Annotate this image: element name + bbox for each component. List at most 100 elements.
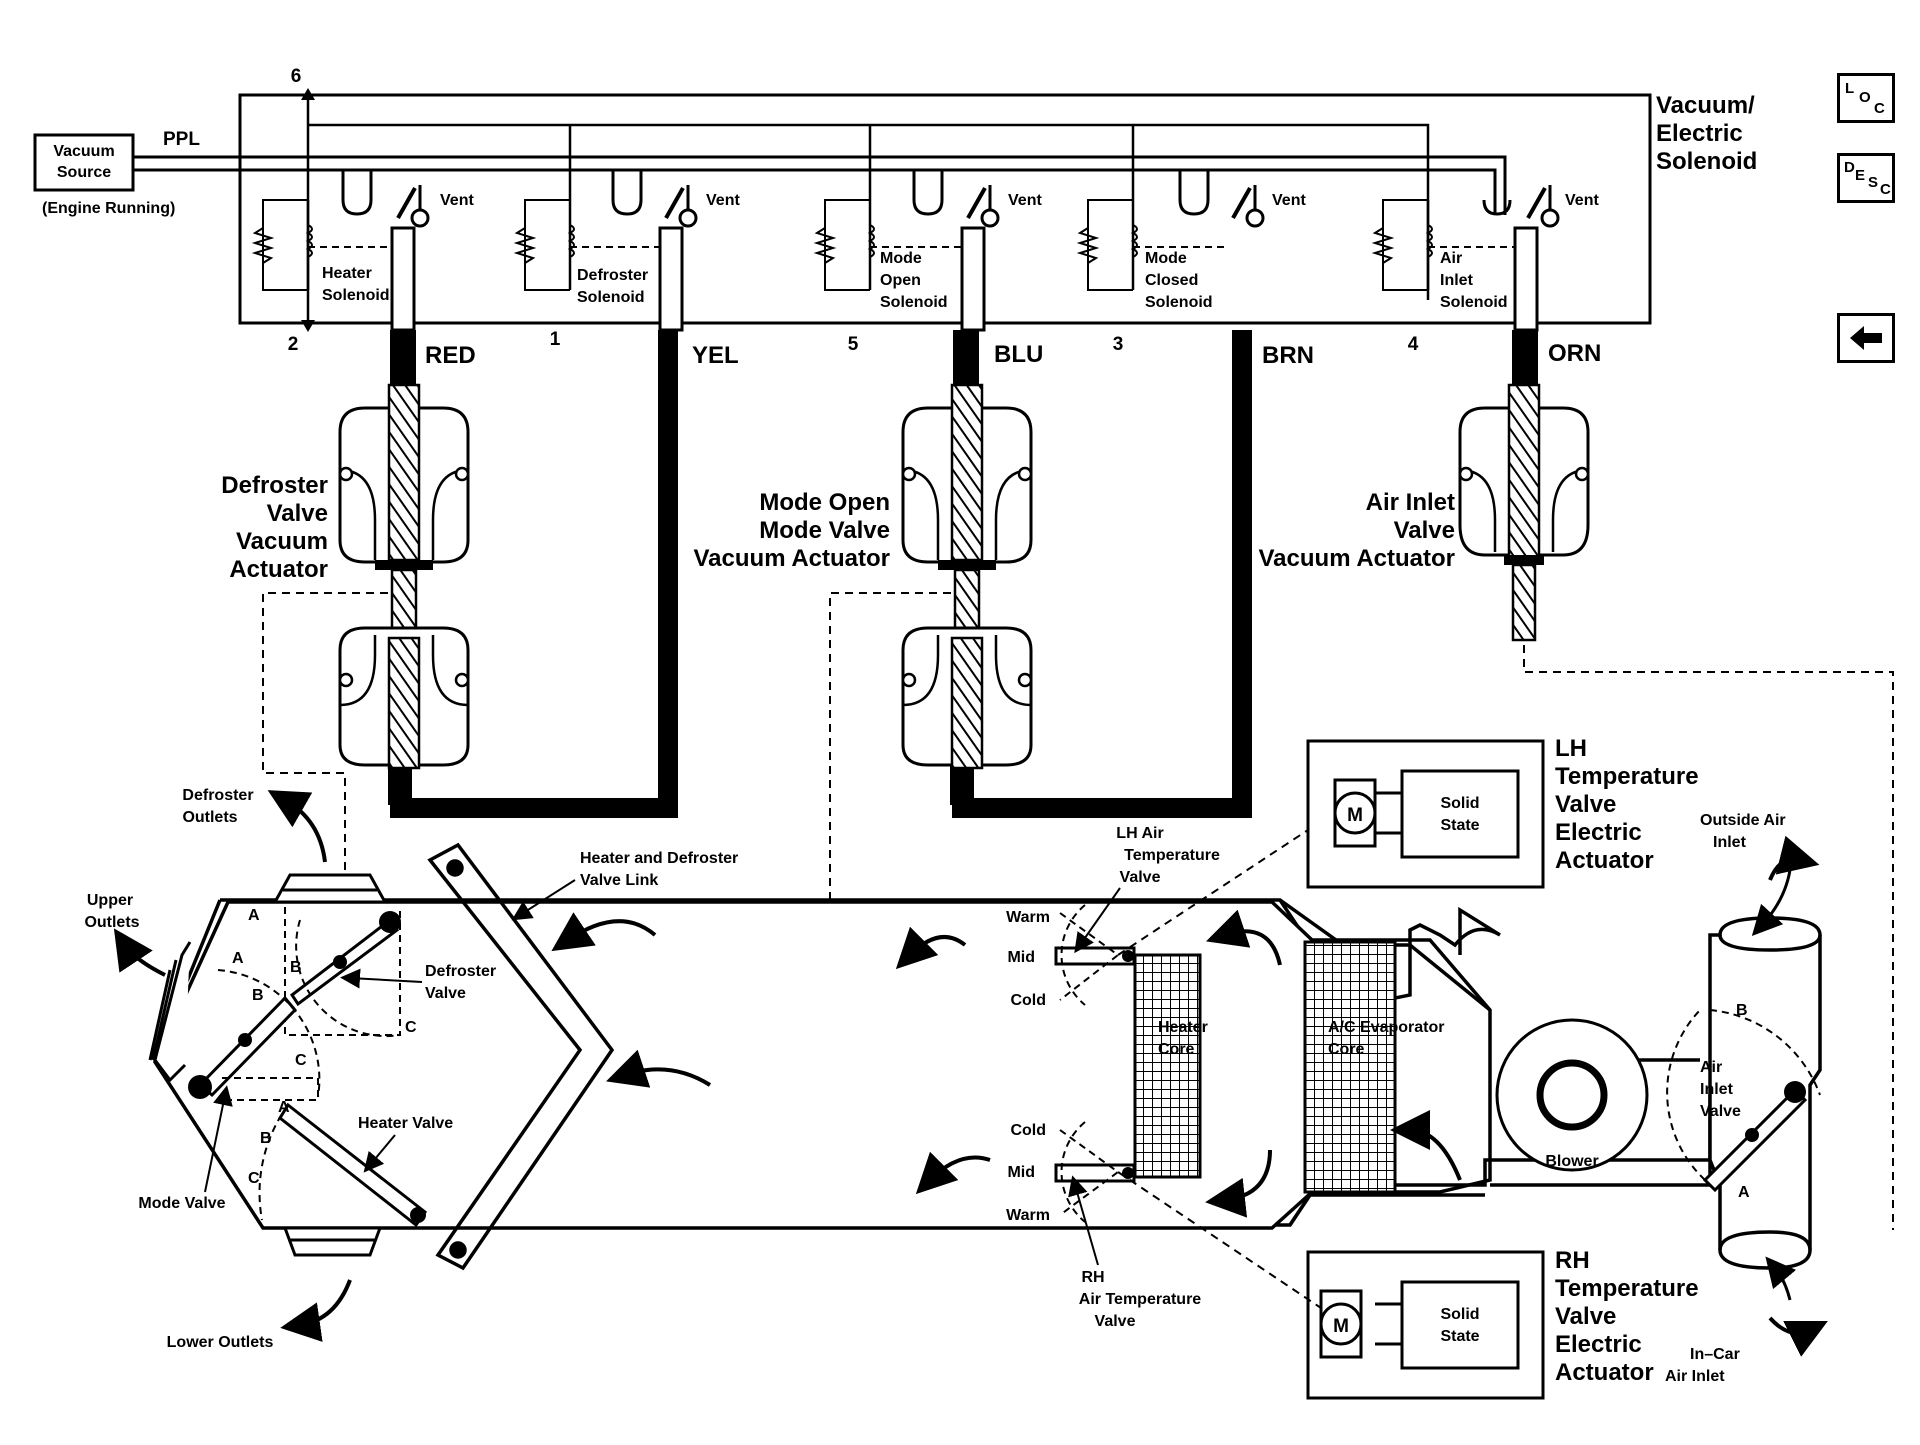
defroster-valve-label-1: Defroster: [425, 963, 496, 980]
mode-open-solenoid-label-3: Solenoid: [880, 294, 948, 311]
mode-valve-actuator: [901, 383, 1033, 770]
lh-air-temp-valve-label-3: Valve: [1120, 869, 1161, 886]
back-button[interactable]: [1837, 313, 1895, 363]
ppl-label: PPL: [163, 129, 200, 150]
vacuum-source-box: Vacuum Source: [33, 133, 135, 192]
air-inlet-actuator-label-3: Vacuum Actuator: [1259, 545, 1456, 572]
solenoid-title-3: Solenoid: [1656, 148, 1757, 175]
outside-air-label-1: Outside Air: [1700, 812, 1786, 829]
lh-cold-label: Cold: [1010, 992, 1046, 1009]
lh-actuator-title-5: Actuator: [1555, 847, 1654, 874]
rh-solid-state-label-1: Solid: [1440, 1306, 1479, 1323]
pin-3-label: 3: [1113, 334, 1124, 355]
air-inlet-solenoid: Air Inlet Solenoid Vent 4 ORN: [1371, 185, 1601, 367]
defroster-actuator-label-3: Vacuum: [236, 528, 328, 555]
intake-arrows: [1751, 869, 1797, 1301]
defroster-solenoid-label-2: Solenoid: [577, 289, 645, 306]
rh-actuator-title-4: Electric: [1555, 1331, 1642, 1358]
valve-link-label-1: Heater and Defroster: [580, 850, 738, 867]
pin-5-label: 5: [848, 334, 859, 355]
pin-2-label: 2: [288, 334, 299, 355]
vent-label-4: Vent: [1272, 192, 1306, 209]
air-inlet-solenoid-label-3: Solenoid: [1440, 294, 1508, 311]
mode-closed-solenoid-label-2: Closed: [1145, 272, 1198, 289]
loc-letter-o: O: [1859, 89, 1871, 106]
desc-letter-e: E: [1855, 167, 1866, 184]
heater-defroster-valve-link: [427, 842, 615, 1271]
evaporator-label-2: Core: [1328, 1041, 1365, 1058]
lh-actuator-title-2: Temperature: [1555, 763, 1699, 790]
lh-motor-icon: M: [1347, 805, 1363, 826]
in-car-air-label-2: Air Inlet: [1665, 1368, 1725, 1385]
defroster-valve-actuator: [338, 383, 470, 770]
air-inlet-valve: [1666, 1009, 1821, 1193]
solenoid-title-1: Vacuum/: [1656, 92, 1755, 119]
engine-running-label: (Engine Running): [42, 200, 175, 217]
vent-label-2: Vent: [706, 192, 740, 209]
heater-solenoid: Heater Solenoid Vent 2 RED: [251, 170, 476, 369]
upper-outlets-label-2: Outlets: [84, 914, 139, 931]
loc-letter-c: C: [1874, 100, 1885, 117]
heater-valve-leader: [363, 1134, 396, 1173]
heater-valve: [258, 1102, 428, 1228]
desc-button[interactable]: D E S C: [1837, 153, 1895, 203]
lh-temp-actuator: M Solid State: [1306, 739, 1545, 889]
mode-valve-leader: [204, 1085, 233, 1193]
air-inlet-solenoid-label-1: Air: [1440, 250, 1462, 267]
air-inlet-actuator-label-2: Valve: [1394, 517, 1455, 544]
heater-solenoid-label-2: Solenoid: [322, 287, 390, 304]
defroster-pos-b: B: [290, 959, 302, 976]
rh-temp-actuator: M Solid State: [1306, 1250, 1545, 1400]
mode-pos-b: B: [252, 987, 264, 1004]
orn-hose-label: ORN: [1548, 340, 1601, 367]
desc-letter-d: D: [1844, 159, 1855, 176]
lh-actuator-title-4: Electric: [1555, 819, 1642, 846]
mode-closed-solenoid-label-3: Solenoid: [1145, 294, 1213, 311]
air-inlet-pos-b: B: [1736, 1002, 1748, 1019]
blower-label: Blower: [1545, 1153, 1598, 1170]
temp-actuator-linkage: [1117, 829, 1322, 1309]
heater-core-label-2: Core: [1158, 1041, 1195, 1058]
mode-actuator-label-3: Vacuum Actuator: [694, 545, 891, 572]
vacuum-hoses: [388, 330, 1538, 818]
defroster-solenoid: Defroster Solenoid Vent 1 YEL: [513, 125, 740, 369]
defroster-outlets-label-1: Defroster: [182, 787, 253, 804]
defroster-actuator-label-1: Defroster: [221, 472, 328, 499]
lh-solid-state-label-1: Solid: [1440, 795, 1479, 812]
mode-valve-label: Mode Valve: [138, 1195, 225, 1212]
left-arrow-icon: [1850, 326, 1882, 350]
rh-mid-label: Mid: [1007, 1164, 1035, 1181]
air-inlet-valve-label-1: Air: [1700, 1059, 1722, 1076]
module-outlets: [148, 873, 388, 1257]
vacuum-source-label-1: Vacuum: [53, 143, 114, 160]
air-inlet-solenoid-label-2: Inlet: [1440, 272, 1474, 289]
air-inlet-pos-a: A: [1738, 1184, 1750, 1201]
rh-warm-label: Warm: [1006, 1207, 1050, 1224]
mode-pos-c: C: [295, 1052, 307, 1069]
vent-label-3: Vent: [1008, 192, 1042, 209]
loc-button[interactable]: L O C: [1837, 73, 1895, 123]
vent-label-1: Vent: [440, 192, 474, 209]
red-hose-label: RED: [425, 342, 476, 369]
defroster-pos-a: A: [248, 907, 260, 924]
mode-pos-a: A: [232, 950, 244, 967]
brn-hose-label: BRN: [1262, 342, 1314, 369]
air-inlet-valve-actuator: [1458, 383, 1590, 642]
airflow-arrows: [113, 790, 1828, 1357]
lh-actuator-title-3: Valve: [1555, 791, 1616, 818]
rh-solid-state-label-2: State: [1440, 1328, 1479, 1345]
valve-link-label-2: Valve Link: [580, 872, 658, 889]
rh-air-temp-valve-label-3: Valve: [1095, 1313, 1136, 1330]
lh-air-temp-valve-label-2: Temperature: [1124, 847, 1220, 864]
lh-actuator-title-1: LH: [1555, 735, 1587, 762]
desc-letter-s: S: [1868, 174, 1879, 191]
defroster-valve-leader: [340, 968, 423, 989]
mode-actuator-label-1: Mode Open: [759, 489, 890, 516]
air-inlet-valve-label-3: Valve: [1700, 1103, 1741, 1120]
lh-air-temp-leader: [1074, 887, 1121, 954]
rh-actuator-title-3: Valve: [1555, 1303, 1616, 1330]
evaporator-core: [1303, 940, 1397, 1194]
defroster-valve: [284, 907, 401, 1038]
heater-pos-b: B: [260, 1130, 272, 1147]
